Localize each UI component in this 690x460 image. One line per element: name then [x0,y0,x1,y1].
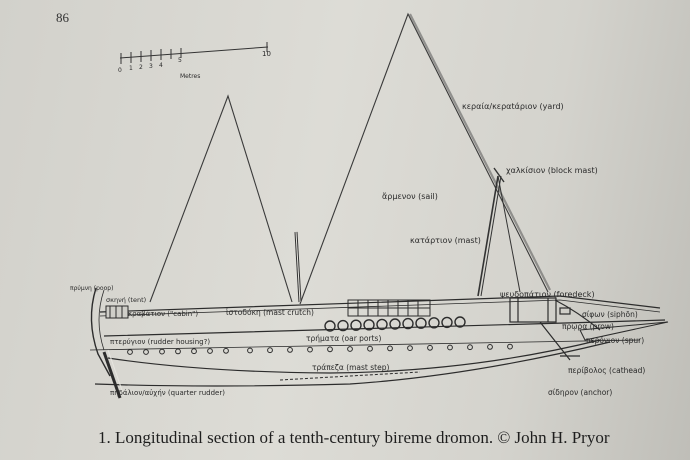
label-cathead: περίβολος (cathead) [568,366,645,375]
label-anchor: σίδηρον (anchor) [548,388,612,397]
label-spur: περόνιον (spur) [586,336,644,345]
page-number: 86 [56,10,70,25]
scale-tick-3: 3 [149,63,153,70]
label-rudder-housing: πτερύγιον (rudder housing?) [110,338,210,346]
label-mast: κατάρτιον (mast) [410,236,481,245]
label-mast-step: τράπεζα (mast step) [312,363,389,372]
label-tent: σκηνή (tent) [106,296,146,304]
masts [294,167,521,303]
hull [89,287,669,399]
scale-tick-4: 4 [159,62,163,69]
sails [149,12,551,305]
label-mast-crutch: ἱστοδόκη (mast crutch) [226,308,314,317]
scale-tick-5: 5 [178,57,182,64]
label-poop: πρύμνη (poop) [70,285,113,292]
scale-start: 0 [118,67,122,74]
foredeck-structure [509,297,571,323]
oar-bench-block [347,299,431,317]
cabin [105,305,129,319]
label-siphon: σίφων (siphōn) [582,310,638,319]
label-quarter-rudder: πηδάλιον/αὐχήν (quarter rudder) [110,389,225,397]
label-block-mast: χαλκίσιον (block mast) [506,166,598,175]
upper-oar-ports [324,316,466,332]
label-foredeck: ψευδοπάτιον (foredeck) [500,290,595,299]
scale-bar [119,42,269,64]
scale-end: 10 [262,50,271,58]
scale-tick-2: 2 [139,64,143,71]
label-cabin: κραβάτιον ("cabin") [128,310,198,318]
scale-tick-1: 1 [129,65,133,72]
label-yard: κεραία/κεραtάριον (yard) [462,102,564,111]
lower-oar-ports [127,343,513,355]
label-oar-ports: τρήματα (oar ports) [306,334,381,343]
figure-caption: 1. Longitudinal section of a tenth-centu… [98,428,610,447]
label-sail: ἄρμενον (sail) [382,192,438,201]
scale-unit: Metres [180,73,200,80]
label-prow: πρῷρα (prow) [562,322,614,331]
